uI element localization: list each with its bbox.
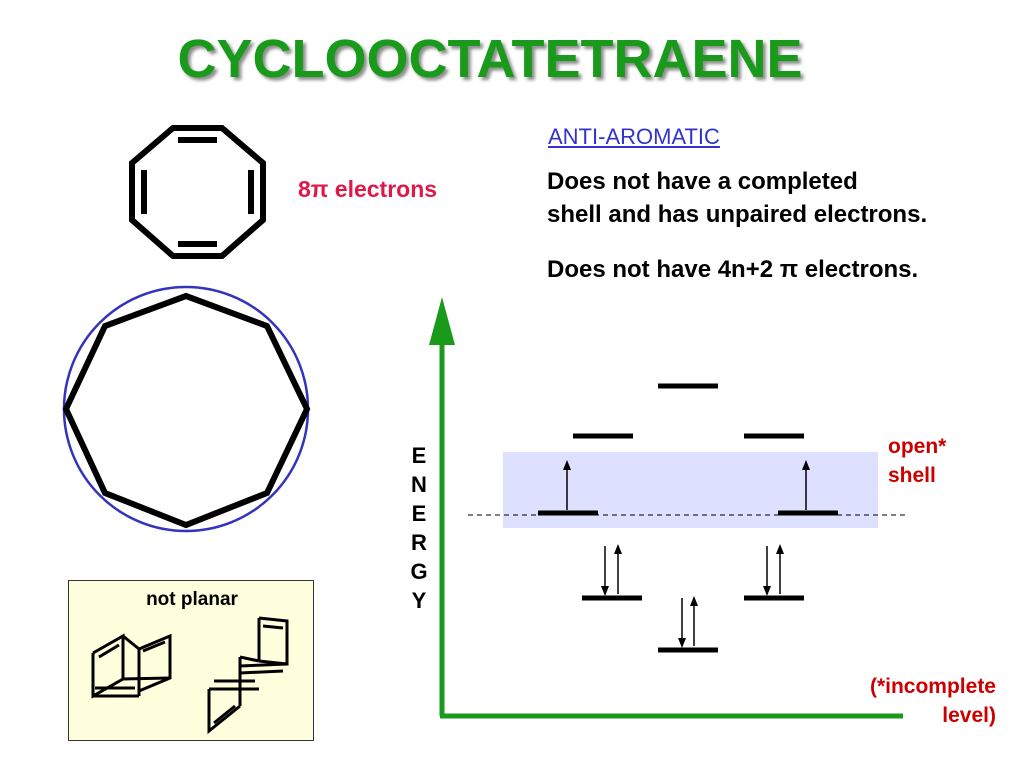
open-shell-line: open*	[888, 435, 947, 458]
energy-letter: E	[411, 501, 427, 526]
not-planar-box: not planar	[68, 580, 314, 741]
energy-letter: G	[410, 559, 428, 584]
energy-axis-label: E N E R G Y	[405, 441, 433, 615]
statement-completed-shell: Does not have a completed shell and has …	[547, 165, 927, 231]
not-planar-label: not planar	[146, 589, 238, 610]
energy-letter: E	[411, 443, 427, 468]
frost-circle	[62, 285, 311, 533]
energy-letter: N	[411, 472, 427, 497]
open-shell-highlight	[503, 452, 878, 528]
footnote-line: level)	[942, 704, 996, 727]
pi-electron-count: 8π electrons	[298, 176, 438, 202]
statement-huckel-rule: Does not have 4n+2 π electrons.	[547, 256, 919, 283]
footnote-line: (*incomplete	[869, 675, 996, 698]
open-shell-label: open* shell	[888, 432, 946, 490]
footnote: (*incomplete level)	[870, 672, 996, 730]
energy-letter: Y	[411, 588, 427, 613]
open-shell-line: shell	[888, 464, 936, 487]
page-title: CYCLOOCTATETRAENE	[177, 29, 803, 89]
energy-letter: R	[411, 530, 427, 555]
statement-line: Does not have a completed	[547, 168, 858, 195]
classification-heading: ANTI-AROMATIC	[548, 124, 720, 149]
energy-axis	[429, 297, 903, 719]
tub-conformers	[91, 616, 289, 735]
cot-structure	[129, 125, 266, 259]
mo-levels	[538, 383, 838, 653]
statement-line: shell and has unpaired electrons.	[547, 201, 928, 228]
electron-arrows	[563, 460, 810, 648]
